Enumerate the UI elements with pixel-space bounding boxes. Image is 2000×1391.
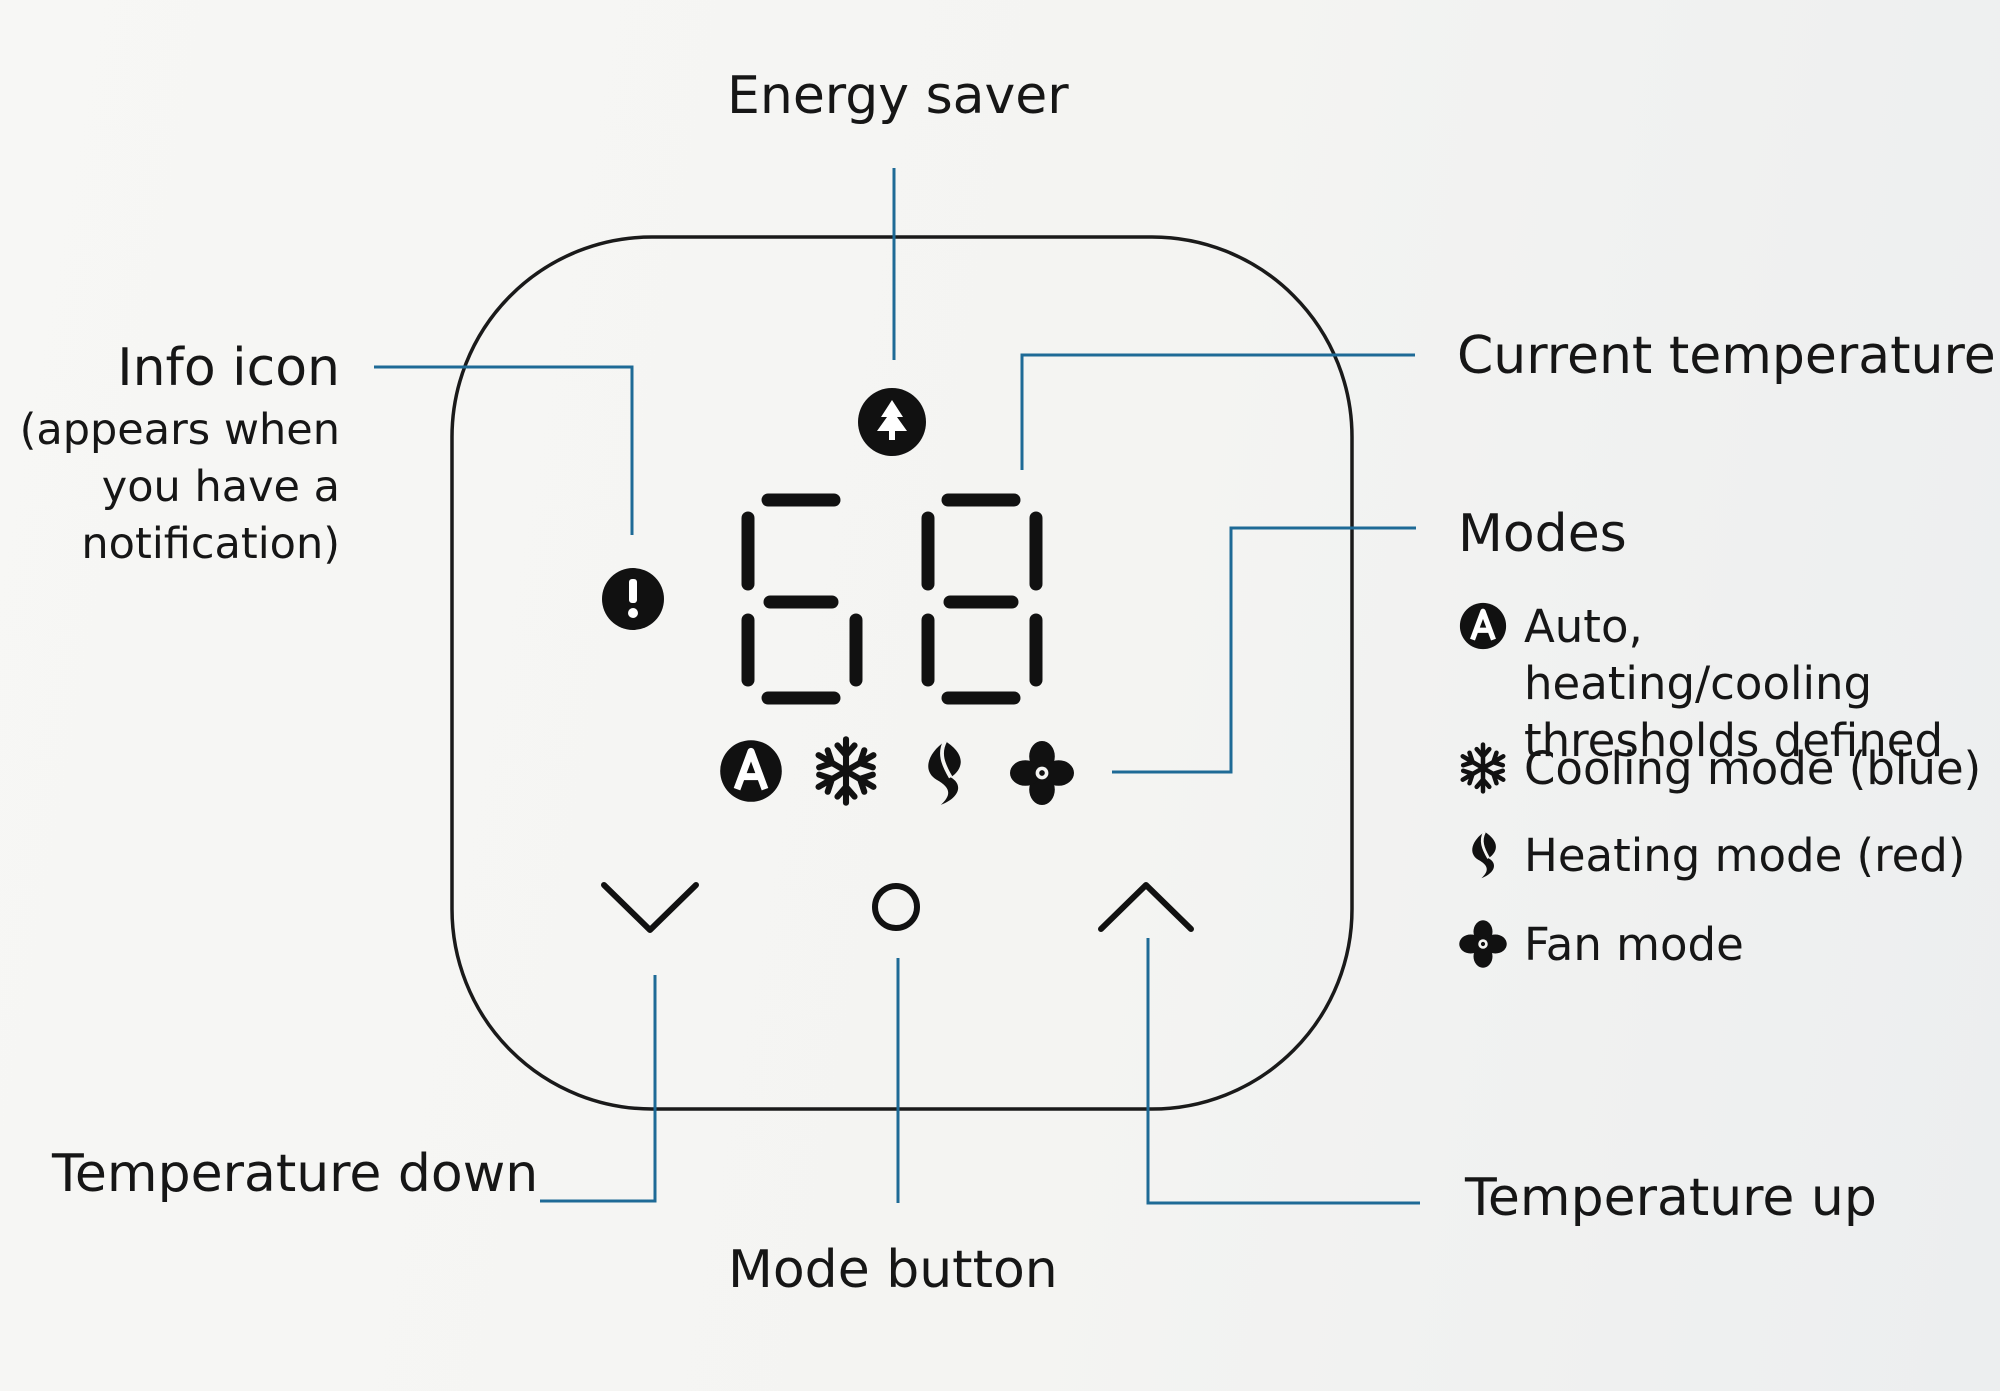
display-snowflake-icon [819, 739, 874, 802]
leader-line-temperature-up [1146, 938, 1420, 1205]
energy-saver-tree-icon [858, 388, 926, 456]
digit-six [741, 493, 863, 705]
legend-heating-text: Heating mode (red) [1524, 829, 1966, 882]
legend-cooling-text: Cooling mode (blue) [1524, 742, 1982, 795]
temperature-down-chevron-icon[interactable] [601, 882, 699, 933]
legend-row-auto: Auto, heating/cooling thresholds defined [1458, 598, 2000, 769]
legend-row-fan: Fan mode [1458, 916, 1744, 973]
energy-saver-label: Energy saver [727, 66, 1069, 126]
temperature-down-label: Temperature down [52, 1144, 539, 1204]
legend-auto-text: Auto, heating/cooling thresholds defined [1524, 600, 1944, 767]
mode-button-circle-icon[interactable] [872, 883, 920, 931]
legend-fan-text: Fan mode [1524, 918, 1744, 971]
legend-row-heating: Heating mode (red) [1458, 827, 1965, 884]
info-icon-label: Info icon [117, 338, 340, 398]
temperature-up-label: Temperature up [1465, 1168, 1877, 1228]
digit-eight [921, 493, 1043, 705]
leader-line-temperature-down [540, 975, 657, 1203]
current-temperature-label: Current temperature [1457, 326, 1996, 386]
leader-line-current-temperature [1020, 353, 1415, 470]
display-flame-icon [926, 739, 963, 807]
leader-line-info-icon [374, 365, 634, 535]
temperature-digits [741, 493, 1043, 705]
display-fan-icon [1010, 741, 1074, 805]
info-icon-note: (appears when you have a notification) [19, 405, 340, 569]
display-auto-mode-icon [720, 740, 782, 802]
mode-button-label: Mode button [728, 1240, 1058, 1300]
temperature-up-chevron-icon[interactable] [1098, 882, 1194, 932]
leader-line-modes [1112, 526, 1416, 774]
modes-label: Modes [1458, 504, 1627, 564]
thermostat-body [450, 235, 1354, 1111]
info-alert-icon [602, 568, 664, 630]
legend-row-cooling: Cooling mode (blue) [1458, 740, 1981, 797]
